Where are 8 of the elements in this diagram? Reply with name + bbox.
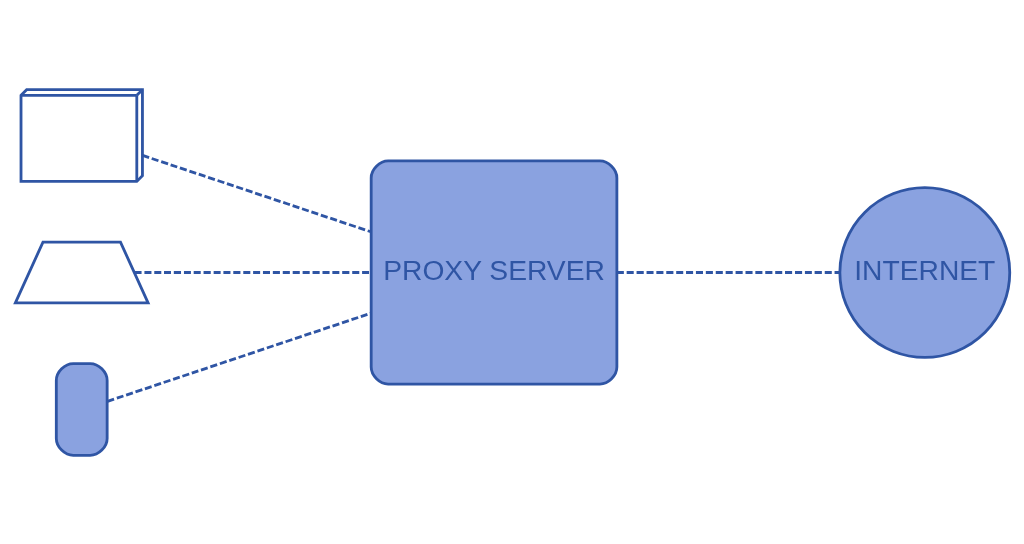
node-phone bbox=[54, 361, 109, 457]
connector bbox=[106, 311, 372, 403]
connector bbox=[134, 270, 371, 274]
node-circle: INTERNET bbox=[837, 185, 1011, 359]
node-laptop bbox=[12, 240, 150, 304]
connector bbox=[141, 153, 371, 233]
node-box: PROXY SERVER bbox=[369, 159, 618, 385]
connector bbox=[616, 270, 840, 274]
